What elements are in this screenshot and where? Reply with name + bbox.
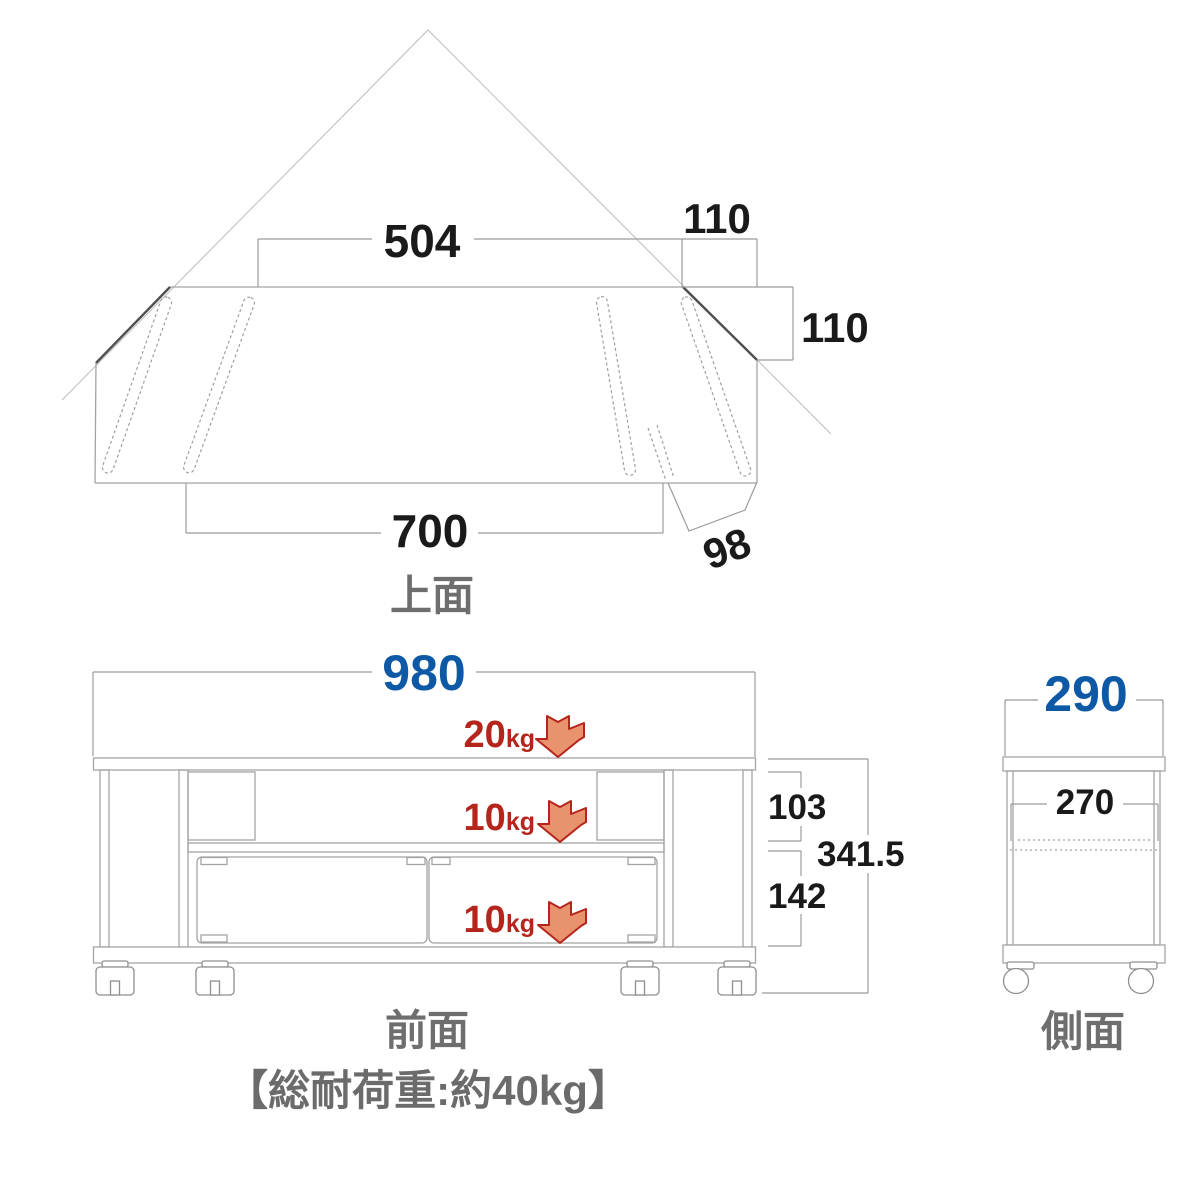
side-panel-left	[99, 769, 110, 948]
load-bottom-label: 10kg	[464, 899, 535, 941]
top-view-body-outline	[94, 286, 758, 484]
dim-cabinet-height-label: 142	[768, 877, 826, 916]
front-view-body	[92, 757, 757, 996]
bottom-board-side	[1002, 944, 1166, 964]
middle-shelf	[187, 842, 665, 853]
side-view-body	[1002, 756, 1166, 995]
top-board	[92, 757, 757, 771]
corner-wall-line-right	[427, 29, 832, 435]
vent-slot	[101, 296, 173, 474]
shelf-back-left	[187, 771, 256, 841]
total-load-note: 【総耐荷重:約40kg】	[226, 1067, 630, 1114]
load-arrow-down	[537, 901, 587, 944]
caster	[620, 960, 660, 996]
side-panel-right	[742, 769, 753, 948]
caster	[1002, 961, 1035, 995]
dim-total-depth-label: 290	[1044, 666, 1127, 722]
top-board-side	[1002, 756, 1166, 772]
caster	[95, 960, 135, 996]
corner-wall-line-left	[61, 29, 429, 401]
load-middle-label: 10kg	[464, 797, 535, 839]
front-view: 980	[92, 645, 905, 1054]
casters-front	[95, 960, 757, 996]
dim-total-width: 980	[92, 645, 756, 757]
dim-corner-depth-label: 110	[801, 304, 869, 351]
dim-total-height: 341.5	[762, 758, 905, 994]
mitered-edge-right	[682, 286, 758, 361]
load-arrow-down	[535, 715, 585, 758]
vent-slots	[101, 296, 752, 477]
dim-back-width: 504	[257, 215, 682, 287]
cabinet-door-right	[428, 856, 658, 944]
side-view: 290	[1002, 666, 1166, 1055]
mitered-edge-left	[95, 286, 171, 364]
top-view-label: 上面	[390, 572, 474, 619]
dim-corner-depth: 110	[683, 286, 869, 361]
dim-shelf-height: 103	[768, 771, 826, 842]
caster	[195, 960, 235, 996]
cabinet-door-left	[196, 856, 428, 944]
partition-right	[663, 769, 674, 948]
dim-shelf-height-label: 103	[768, 788, 826, 827]
dim-inner-depth: 270	[1010, 783, 1159, 841]
top-view: 504 110 110 700 98	[61, 29, 869, 619]
caster	[1127, 961, 1158, 995]
load-arrow-down	[537, 800, 587, 843]
dim-total-depth: 290	[1004, 666, 1164, 756]
dim-corner-width: 110	[681, 195, 758, 287]
dim-panel-width-label: 98	[697, 518, 757, 578]
front-view-label: 前面	[385, 1007, 469, 1054]
shelf-back-right	[596, 771, 665, 841]
vent-slot	[680, 296, 752, 477]
vent-slot	[182, 296, 256, 474]
dim-front-width: 700	[185, 483, 664, 557]
dim-total-height-label: 341.5	[817, 835, 905, 874]
vent-slot	[595, 296, 637, 476]
side-panel-projection: 98	[647, 424, 758, 579]
casters-side	[1002, 961, 1158, 995]
side-view-label: 側面	[1040, 1008, 1125, 1055]
dim-inner-depth-label: 270	[1056, 783, 1114, 822]
partition-left	[178, 769, 189, 948]
door-hardware	[200, 856, 656, 943]
caster	[717, 960, 757, 996]
dim-back-width-label: 504	[384, 215, 461, 267]
dim-corner-width-label: 110	[683, 195, 751, 242]
load-top-label: 20kg	[464, 714, 535, 756]
load-labels: 20kg 10kg 10kg	[464, 714, 587, 944]
dim-total-width-label: 980	[382, 645, 465, 701]
dim-front-width-label: 700	[392, 505, 469, 557]
bottom-board	[92, 946, 757, 964]
dim-cabinet-height: 142	[768, 850, 826, 947]
